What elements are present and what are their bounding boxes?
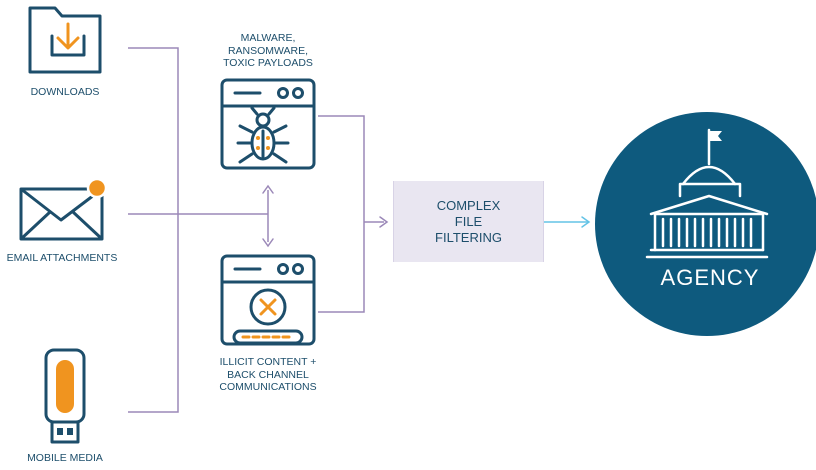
arrow-right-head: [379, 216, 389, 228]
filter-line-2: FILE: [454, 213, 483, 229]
email-envelope-icon: [19, 177, 108, 241]
malware-to-filter: [318, 115, 365, 313]
filter-line-1: COMPLEX: [436, 197, 501, 213]
filter-line-3: FILTERING: [435, 229, 502, 245]
arrow-down-head: [262, 238, 274, 248]
malware-label: MALWARE, RANSOMWARE, TOXIC PAYLOADS: [223, 32, 313, 69]
connector-lines: [128, 47, 384, 413]
usb-drive-icon: [44, 348, 86, 444]
blocked-window-icon: [220, 254, 316, 346]
downloads-label: DOWNLOADS: [30, 86, 100, 98]
output-arrow: [541, 216, 591, 228]
capitol-building-icon: [645, 128, 769, 259]
arrow-up-head: [262, 184, 274, 194]
mobile-media-label: MOBILE MEDIA: [27, 452, 103, 464]
complex-file-filtering-box: COMPLEX FILE FILTERING: [393, 181, 544, 262]
downloads-connector: [128, 47, 179, 413]
flag-icon: [709, 131, 722, 141]
agency-circle: [595, 112, 816, 336]
agency-label: AGENCY: [660, 265, 760, 290]
bug-window-icon: [220, 78, 316, 170]
arrowheads: [262, 184, 389, 248]
email-attachments-label: EMAIL ATTACHMENTS: [6, 252, 118, 264]
download-folder-icon: [28, 6, 102, 74]
illicit-content-label: ILLICIT CONTENT + BACK CHANNEL COMMUNICA…: [219, 356, 317, 393]
